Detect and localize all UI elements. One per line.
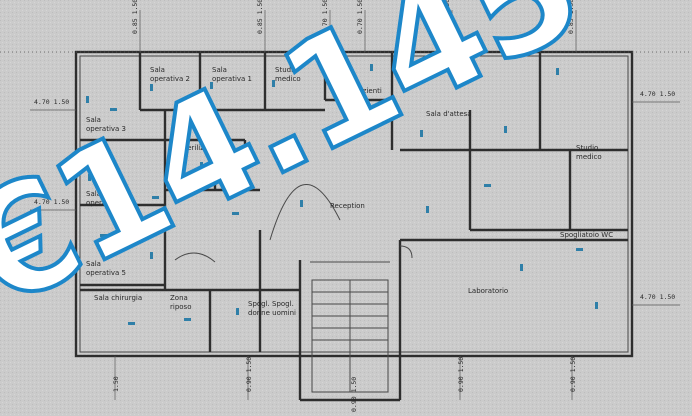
interior-partitions bbox=[80, 52, 628, 402]
door-swing bbox=[174, 252, 216, 263]
dimension-label: 4.70 1.50 bbox=[640, 293, 675, 301]
dimension-label: 0.85 1.50 bbox=[567, 0, 575, 34]
dimension-label: 0.70 1.50 bbox=[356, 0, 364, 34]
dimension-label: 0.70 1.50 bbox=[321, 0, 329, 34]
room-label-sala-chirurgia: Sala chirurgia bbox=[94, 294, 142, 302]
dimension-label: 0.90 1.50 bbox=[569, 357, 577, 392]
room-label-laboratorio: Laboratorio bbox=[468, 287, 508, 295]
left-dimension-labels: 4.70 1.50 4.70 1.50 bbox=[34, 98, 69, 206]
dimension-label: 4.70 1.50 bbox=[640, 90, 675, 98]
electrical-fixtures bbox=[86, 64, 598, 325]
dimension-label: 0.90 1.50 bbox=[245, 357, 253, 392]
room-label-reception: Reception bbox=[330, 202, 365, 210]
room-label-spogliatoio-wc: Spogliatoio WC bbox=[560, 231, 613, 239]
dimension-lines bbox=[0, 10, 692, 400]
dimension-label: 4.70 1.50 bbox=[34, 198, 69, 206]
room-label-wc-pazienti: WC pazienti bbox=[340, 87, 382, 95]
room-label-spogliatoio-donne-uomini: Spogl. Spogl.donne uomini bbox=[248, 300, 296, 317]
bottom-dimension-labels: 1.50 0.90 1.50 0.90 1.50 0.90 1.50 0.90 … bbox=[112, 357, 577, 412]
dimension-label: 1.50 bbox=[112, 376, 120, 392]
room-label-magazz: Magazz. bbox=[222, 154, 251, 162]
right-dimension-labels: 4.70 1.50 4.70 1.50 bbox=[640, 90, 675, 301]
dimension-label: 0.85 1.50 bbox=[443, 0, 451, 34]
dimension-label: 0.85 1.50 bbox=[256, 0, 264, 34]
dimension-label: 4.70 1.50 bbox=[34, 98, 69, 106]
outer-wall bbox=[74, 50, 634, 358]
room-label-steriliz: Steriliz. bbox=[180, 144, 206, 152]
dimension-label: 0.85 1.50 bbox=[131, 0, 139, 34]
door-swing bbox=[399, 245, 413, 259]
room-label-sala-attesa: Sala d'attesa bbox=[426, 110, 472, 118]
dimension-label: 0.90 1.50 bbox=[457, 357, 465, 392]
dimension-label: 0.90 1.50 bbox=[350, 377, 358, 412]
staircase bbox=[311, 279, 389, 393]
reception-desk bbox=[269, 183, 341, 241]
top-dimension-labels: 0.85 1.50 0.85 1.50 0.70 1.50 0.70 1.50 … bbox=[131, 0, 575, 34]
